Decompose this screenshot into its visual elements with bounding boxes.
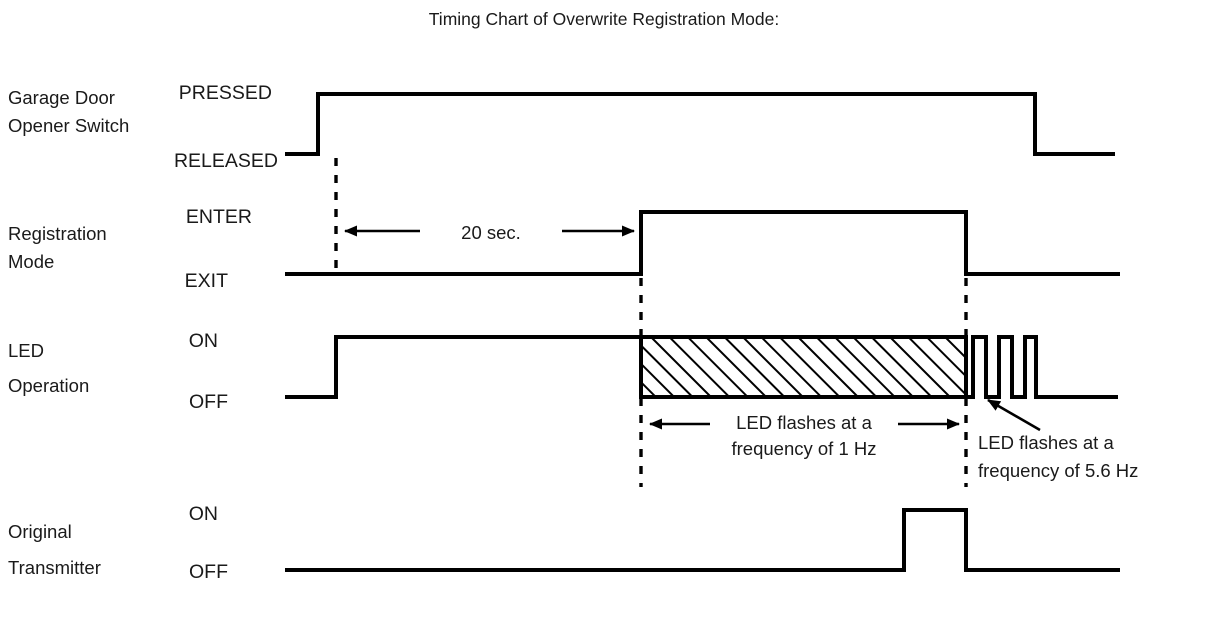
waveform-original-transmitter [285, 508, 1120, 572]
annotation-led-5p6hz: LED flashes at a frequency of 5.6 Hz [978, 398, 1138, 481]
state-label-led-on: ON [189, 330, 218, 352]
row-label-garage-door-line2: Opener Switch [8, 115, 129, 136]
state-label-pressed: PRESSED [179, 82, 272, 104]
waveform-garage-door-opener-switch [285, 92, 1115, 156]
annotation-1hz-line2: frequency of 1 Hz [732, 438, 877, 459]
state-label-led-off: OFF [189, 391, 228, 413]
state-label-transmitter-on: ON [189, 503, 218, 525]
row-label-garage-door-line1: Garage Door [8, 87, 115, 108]
annotation-20sec-text: 20 sec. [461, 222, 521, 243]
signal-row-original-transmitter: Original Transmitter ON OFF [8, 503, 1120, 583]
annotation-led-1hz: LED flashes at a frequency of 1 Hz [649, 412, 960, 459]
waveform-led-operation-pre [285, 335, 643, 399]
led-flashing-1hz-hatched-block [639, 335, 968, 399]
signal-row-registration-mode: Registration Mode ENTER EXIT [8, 206, 1120, 292]
state-label-enter: ENTER [186, 206, 252, 228]
row-label-led-line1: LED [8, 340, 44, 361]
row-label-registration-line2: Mode [8, 251, 54, 272]
annotation-20-seconds: 20 sec. [344, 222, 635, 243]
state-label-exit: EXIT [185, 270, 228, 292]
page-title: Timing Chart of Overwrite Registration M… [429, 9, 779, 29]
waveform-registration-mode [285, 210, 1120, 276]
state-label-released: RELEASED [174, 150, 278, 172]
state-label-transmitter-off: OFF [189, 561, 228, 583]
annotation-1hz-line1: LED flashes at a [736, 412, 872, 433]
waveform-led-operation-burst [966, 335, 1118, 399]
row-label-transmitter-line1: Original [8, 521, 72, 542]
row-label-registration-line1: Registration [8, 223, 107, 244]
signal-row-garage-door-opener-switch: Garage Door Opener Switch PRESSED RELEAS… [8, 82, 1115, 172]
row-label-led-line2: Operation [8, 375, 89, 396]
callout-arrow-5p6hz [987, 398, 1041, 432]
annotation-5p6hz-line2: frequency of 5.6 Hz [978, 460, 1138, 481]
row-label-transmitter-line2: Transmitter [8, 557, 101, 578]
signal-row-led-operation: LED Operation ON OFF [8, 330, 1118, 413]
annotation-5p6hz-line1: LED flashes at a [978, 432, 1114, 453]
